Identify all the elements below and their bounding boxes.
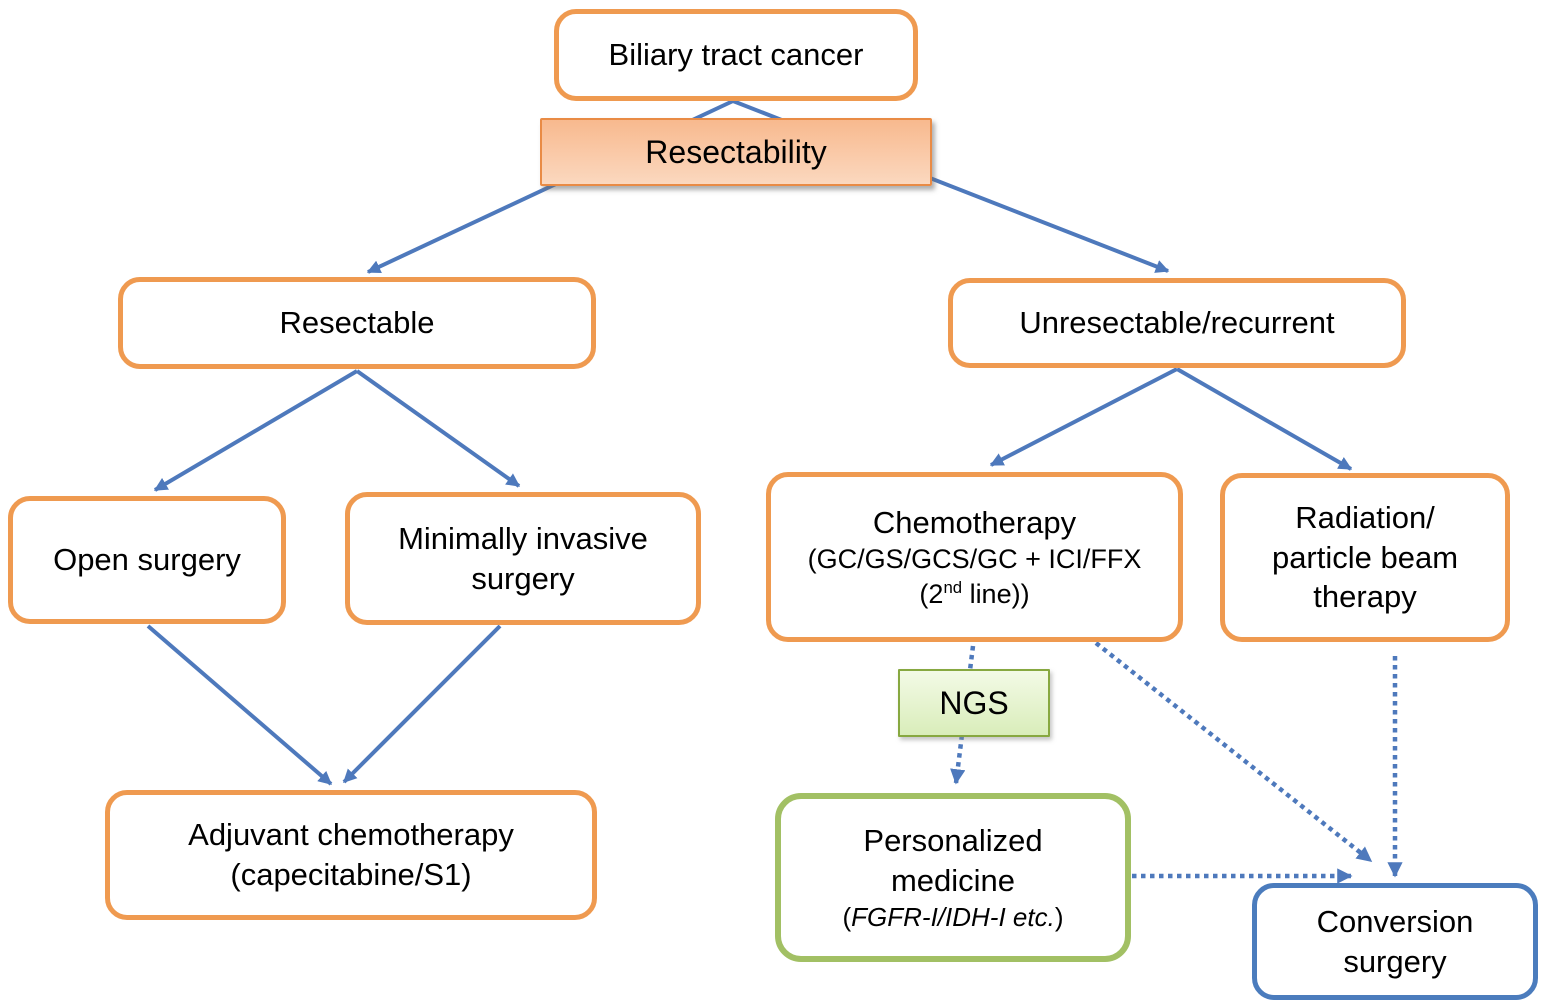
node-biliary-tract-cancer: Biliary tract cancer [554, 9, 918, 101]
node-label: medicine [890, 862, 1016, 898]
node-label: therapy [1313, 579, 1417, 615]
node-minimally-invasive-surgery: Minimally invasive surgery [345, 492, 701, 625]
node-label: Resectability [645, 133, 827, 170]
node-label: Chemotherapy [872, 504, 1077, 540]
node-label: Adjuvant chemotherapy [188, 817, 514, 853]
edge-minimally-invasive-to-adjuvant [342, 624, 502, 784]
node-label: Conversion [1316, 903, 1474, 939]
edge-resectable-to-minimally-invasive [355, 369, 521, 488]
node-sublabel: (2nd line)) [919, 577, 1030, 609]
node-label: NGS [939, 684, 1009, 721]
node-label: particle beam [1271, 539, 1459, 575]
node-conversion-surgery: Conversion surgery [1252, 883, 1538, 1000]
node-label: surgery [1343, 943, 1447, 979]
node-adjuvant-chemotherapy: Adjuvant chemotherapy (capecitabine/S1) [105, 790, 597, 920]
edge-unresectable-to-radiation [1176, 367, 1353, 471]
node-label: Minimally invasive [398, 520, 648, 556]
edge-unresectable-to-chemotherapy [989, 367, 1178, 467]
node-radiation-particle-beam-therapy: Radiation/ particle beam therapy [1220, 473, 1510, 642]
node-label: Personalized [863, 823, 1043, 859]
node-label: Radiation/ [1295, 499, 1435, 535]
node-label: Biliary tract cancer [608, 37, 864, 73]
node-resectability: Resectability [540, 118, 932, 186]
node-label: Open surgery [53, 542, 241, 578]
node-label: Resectable [279, 305, 435, 341]
node-unresectable-recurrent: Unresectable/recurrent [948, 278, 1406, 368]
node-open-surgery: Open surgery [8, 496, 286, 624]
node-chemotherapy: Chemotherapy (GC/GS/GCS/GC + ICI/FFX (2n… [766, 472, 1183, 642]
edge-chemotherapy-to-conversion [1094, 641, 1373, 863]
node-ngs: NGS [898, 669, 1050, 737]
node-label: Unresectable/recurrent [1019, 305, 1335, 341]
edge-open-surgery-to-adjuvant [146, 624, 333, 786]
node-sublabel: (GC/GS/GCS/GC + ICI/FFX [807, 544, 1142, 575]
node-resectable: Resectable [118, 277, 596, 369]
node-label: (capecitabine/S1) [230, 857, 472, 892]
node-label: surgery [471, 560, 575, 596]
edge-resectable-to-open-surgery [153, 369, 359, 492]
node-sublabel: (FGFR-I/IDH-I etc.) [842, 901, 1064, 932]
node-personalized-medicine: Personalized medicine (FGFR-I/IDH-I etc.… [775, 793, 1131, 962]
